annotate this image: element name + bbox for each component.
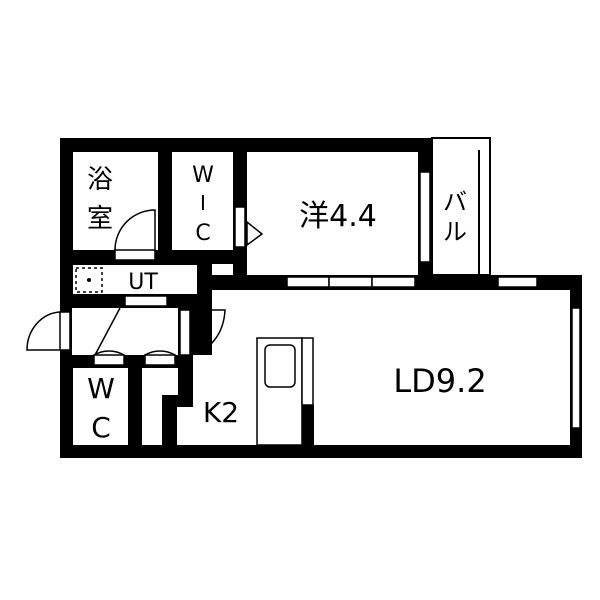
bath-label-1: 浴 <box>87 165 113 195</box>
shoe-closet <box>142 368 178 445</box>
storage-box <box>212 264 233 275</box>
hallway <box>72 308 178 355</box>
utility-label: UT <box>128 270 158 295</box>
balcony-label-2: ル <box>443 218 467 246</box>
wic-label-3: C <box>195 221 210 246</box>
wic-label-2: I <box>200 191 206 215</box>
western-room-label: 洋4.4 <box>299 199 377 234</box>
kitchen-label: K2 <box>203 396 239 429</box>
living-dining-label: LD9.2 <box>393 362 486 400</box>
drain-icon <box>87 278 91 282</box>
wic-label-1: W <box>192 163 214 188</box>
washing-machine-space <box>75 267 103 293</box>
wc-label-2: C <box>91 411 111 444</box>
bath-label-2: 室 <box>87 204 113 234</box>
western-room <box>247 152 418 275</box>
balcony <box>431 137 491 276</box>
doors <box>26 209 226 366</box>
kitchen-counter <box>256 337 314 447</box>
walk-in-closet <box>172 152 233 250</box>
closet-door-icon <box>246 220 264 247</box>
balcony-label-1: バ <box>443 188 467 216</box>
utility-room <box>73 265 197 294</box>
wc-label-1: W <box>87 372 115 405</box>
bathroom <box>73 152 158 250</box>
toilet-room <box>73 368 128 445</box>
windows <box>59 171 581 429</box>
